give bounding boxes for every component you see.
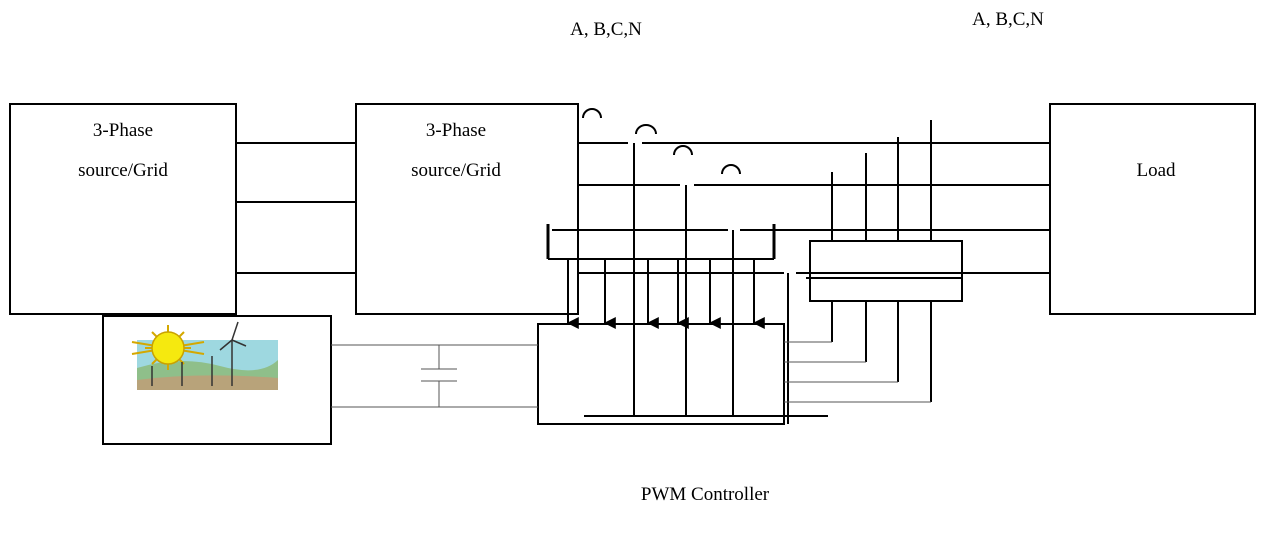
dc-link	[331, 344, 538, 408]
solar-wind-icon	[131, 321, 278, 390]
sensing-arrows	[566, 259, 765, 329]
pwm-controller-box	[537, 323, 785, 425]
bus-label-left: A, B,C,N	[570, 19, 642, 40]
source2-title-line2: source/Grid	[411, 160, 501, 181]
load-sensing-taps	[806, 120, 963, 402]
main-bus-lines	[552, 142, 1050, 274]
load-label: Load	[1136, 160, 1176, 181]
grid-interconnect-wires	[236, 142, 356, 274]
injection-bracket	[546, 224, 776, 260]
controller-taps	[584, 143, 828, 424]
source-grid-1-box	[9, 103, 237, 315]
load-box	[1049, 103, 1256, 315]
sensor-box	[809, 240, 963, 302]
feedback-lines	[784, 341, 931, 403]
source1-title-line1: 3-Phase	[92, 120, 154, 141]
crossover-hops	[582, 108, 741, 175]
pwm-controller-label: PWM Controller	[640, 484, 770, 505]
source-grid-2-box	[355, 103, 579, 315]
source1-title-line2: source/Grid	[78, 160, 168, 181]
bus-label-right: A, B,C,N	[972, 9, 1044, 30]
source2-title-line1: 3-Phase	[425, 120, 487, 141]
